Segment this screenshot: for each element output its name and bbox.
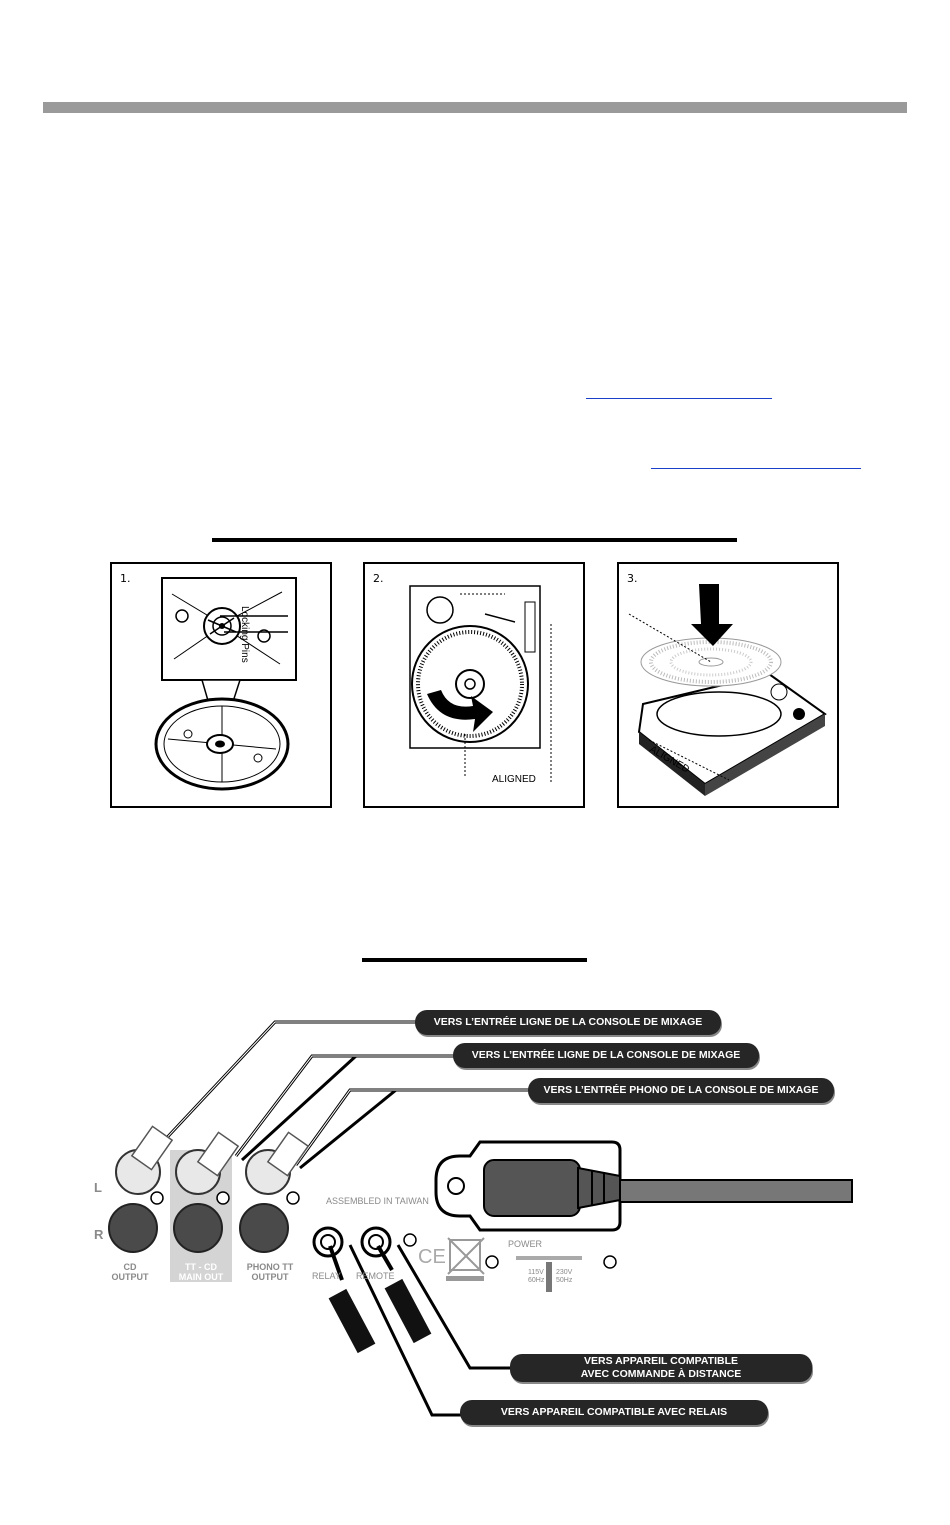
label-phono-input: VERS L’ENTRÉE PHONO DE LA CONSOLE DE MIX… xyxy=(528,1078,834,1103)
label-relay-device: VERS APPAREIL COMPATIBLE AVEC RELAIS xyxy=(460,1400,768,1425)
phono-out-line-2: OUTPUT xyxy=(251,1272,289,1282)
figure-panel-2: 2. ALIGNED xyxy=(363,562,585,808)
header-bar xyxy=(43,102,907,113)
voltage-115-label: 115V xyxy=(528,1269,544,1276)
panel-number: 3. xyxy=(627,572,638,585)
label-remote-line-1: VERS APPAREIL COMPATIBLE xyxy=(583,1355,738,1367)
locking-pins-callout: Locking Pins xyxy=(239,606,250,663)
panel-number: 1. xyxy=(120,572,131,585)
section-heading-rule-1 xyxy=(212,538,737,542)
platter-locking-pins-illustration xyxy=(154,577,297,791)
figure-panel-3: 3. ALIGNED xyxy=(617,562,839,808)
link-underline-2[interactable] xyxy=(651,468,861,469)
phono-out-label: PHONO TT OUTPUT xyxy=(240,1262,300,1282)
label-line-input-2: VERS L’ENTRÉE LIGNE DE LA CONSOLE DE MIX… xyxy=(453,1043,759,1068)
freq-60-label: 60Hz xyxy=(528,1277,545,1284)
voltage-230-label: 230V xyxy=(556,1269,573,1276)
turntable-top-view-illustration xyxy=(409,585,552,784)
assembled-label: ASSEMBLED IN TAIWAN xyxy=(326,1196,429,1206)
cd-output-line-2: OUTPUT xyxy=(111,1272,149,1282)
figure-panel-1: 1. Locking Pins xyxy=(110,562,332,808)
main-out-label: TT - CD MAIN OUT xyxy=(170,1262,232,1282)
link-underline-1[interactable] xyxy=(586,398,772,399)
aligned-callout: ALIGNED xyxy=(492,774,536,785)
ce-mark: CE xyxy=(418,1246,446,1268)
main-out-line-1: TT - CD xyxy=(185,1262,217,1272)
turntable-disc-placement-illustration xyxy=(628,584,827,796)
phono-out-line-1: PHONO TT xyxy=(246,1262,294,1272)
power-label: POWER xyxy=(508,1239,543,1249)
label-remote-device: VERS APPAREIL COMPATIBLE AVEC COMMANDE À… xyxy=(510,1354,812,1382)
label-line-input-1: VERS L’ENTRÉE LIGNE DE LA CONSOLE DE MIX… xyxy=(415,1010,721,1035)
label-remote-line-2: AVEC COMMANDE À DISTANCE xyxy=(580,1368,742,1380)
cd-output-line-1: CD xyxy=(123,1262,137,1272)
section-heading-rule-2 xyxy=(362,958,587,962)
right-channel-label: R xyxy=(94,1227,104,1242)
remote-jack-label: REMOTE xyxy=(356,1271,395,1281)
rear-panel-connections-diagram xyxy=(108,1020,853,1417)
left-channel-label: L xyxy=(94,1180,102,1195)
main-out-line-2: MAIN OUT xyxy=(178,1272,224,1282)
panel-number: 2. xyxy=(373,572,384,585)
relay-jack-label: RELAY xyxy=(312,1271,341,1281)
freq-50-label: 50Hz xyxy=(556,1277,573,1284)
cd-output-label: CD OUTPUT xyxy=(104,1262,156,1282)
